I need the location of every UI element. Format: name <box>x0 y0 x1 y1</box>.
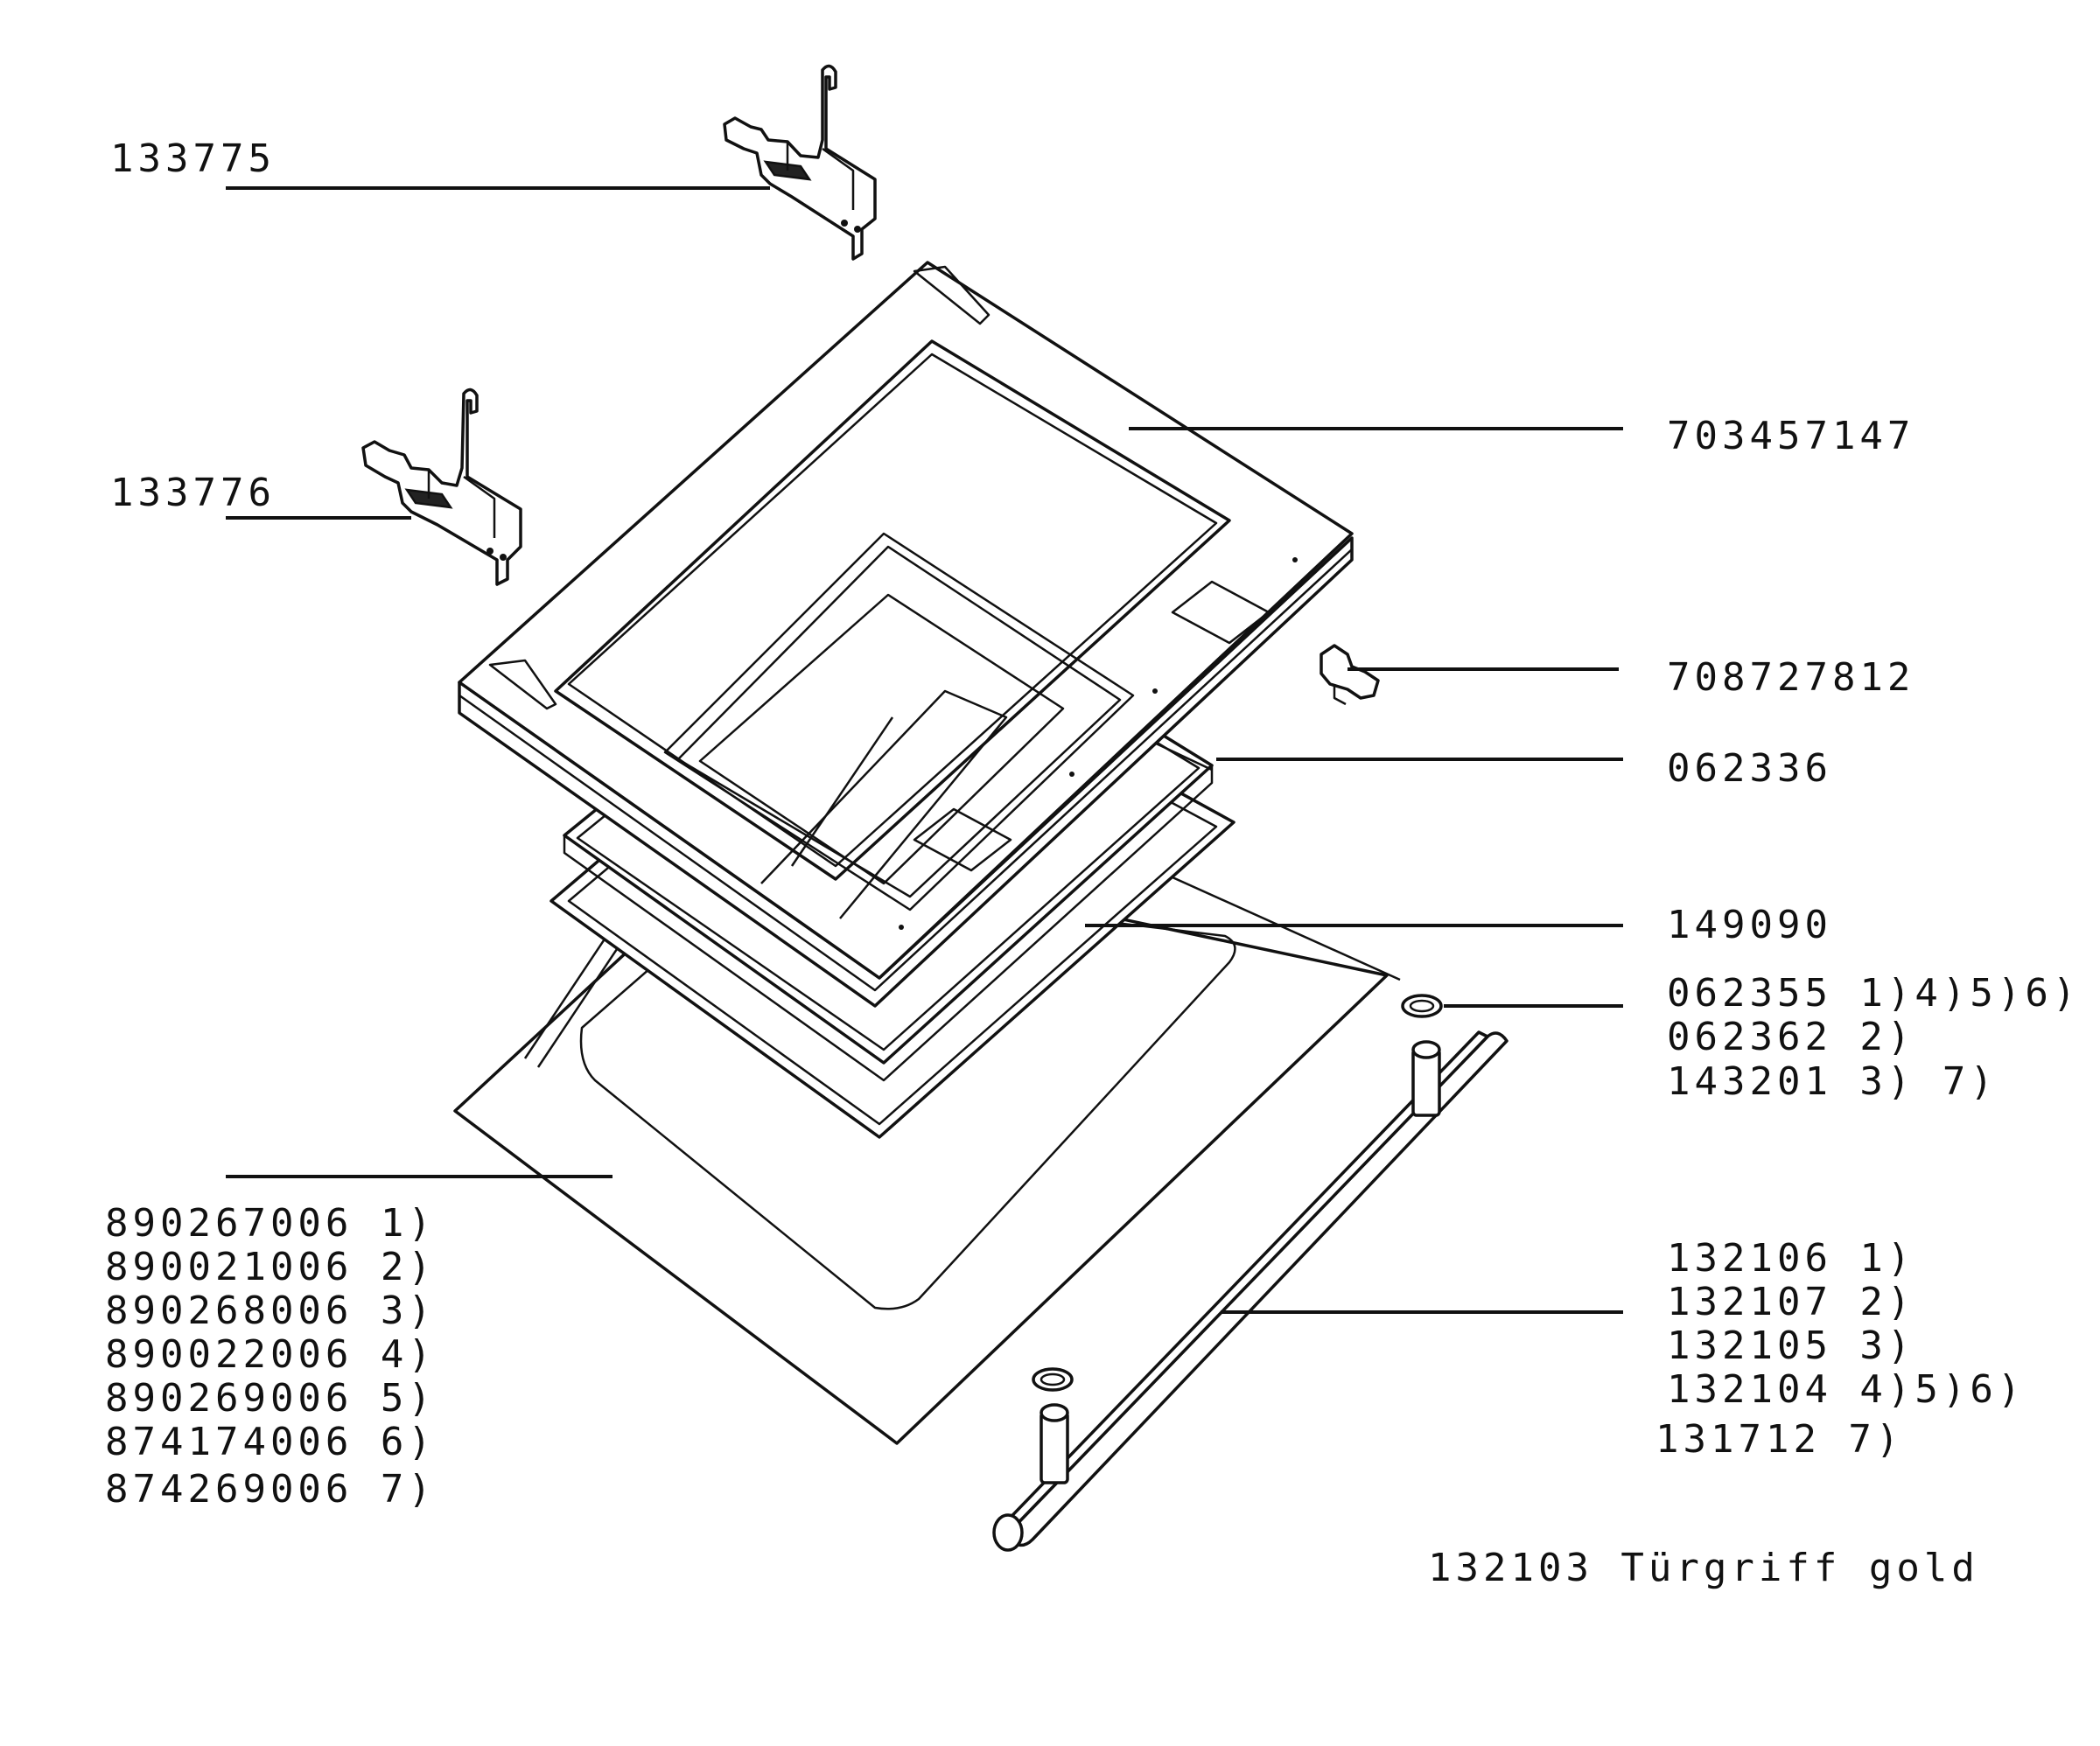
clip-part <box>1320 644 1380 706</box>
label-outer-glass-6: 874174006 6) <box>105 1420 436 1464</box>
label-washer-1: 062355 1)4)5)6) <box>1667 971 2080 1016</box>
label-handle-2: 132107 2) <box>1667 1280 1914 1324</box>
label-outer-glass-3: 890268006 3) <box>105 1289 436 1333</box>
label-washer-3: 143201 3) 7) <box>1667 1059 1998 1104</box>
handle-label-group: 132106 1) 132107 2) 132105 3) 132104 4)5… <box>1656 1236 2025 1462</box>
handle-note-label: 132103 Türgriff gold <box>1428 1546 1979 1590</box>
label-708727812: 708727812 <box>1667 655 1914 700</box>
label-133776: 133776 <box>110 471 276 515</box>
label-outer-glass-2: 890021006 2) <box>105 1245 436 1289</box>
label-outer-glass-7: 874269006 7) <box>105 1467 436 1512</box>
leader-lines <box>226 186 1623 1314</box>
outer-glass-label-group: 890267006 1) 890021006 2) 890268006 3) 8… <box>105 1201 436 1512</box>
label-062336: 062336 <box>1667 746 1832 791</box>
washer-part <box>1032 994 1443 1392</box>
label-handle-1: 132106 1) <box>1667 1236 1914 1281</box>
label-handle-5: 131712 7) <box>1656 1417 1903 1462</box>
label-outer-glass-4: 890022006 4) <box>105 1332 436 1377</box>
label-149090: 149090 <box>1667 903 1832 947</box>
label-washer-2: 062362 2) <box>1667 1015 1914 1059</box>
door-handle-part <box>992 1030 1508 1552</box>
lower-hinge-part <box>361 388 522 586</box>
label-handle-3: 132105 3) <box>1667 1323 1914 1368</box>
washer-label-group: 062355 1)4)5)6) 062362 2) 143201 3) 7) <box>1667 971 2080 1104</box>
inner-door-frame <box>458 261 1354 1008</box>
label-outer-glass-1: 890267006 1) <box>105 1201 436 1246</box>
label-outer-glass-5: 890269006 5) <box>105 1376 436 1421</box>
upper-hinge-part <box>723 64 877 261</box>
label-703457147: 703457147 <box>1667 414 1914 458</box>
label-handle-4: 132104 4)5)6) <box>1667 1367 2025 1412</box>
label-133775: 133775 <box>110 136 276 181</box>
